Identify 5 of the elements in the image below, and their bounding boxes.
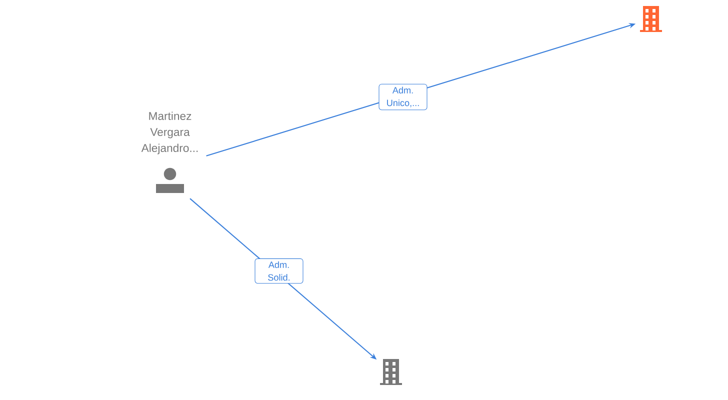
edge-label: Adm. Unico,... [378,84,428,110]
edge-label: Adm. Solid. [254,258,304,284]
building-icon [640,6,662,32]
person-name: Martinez Vergara Alejandro... [141,112,198,154]
building-icon [380,359,402,385]
